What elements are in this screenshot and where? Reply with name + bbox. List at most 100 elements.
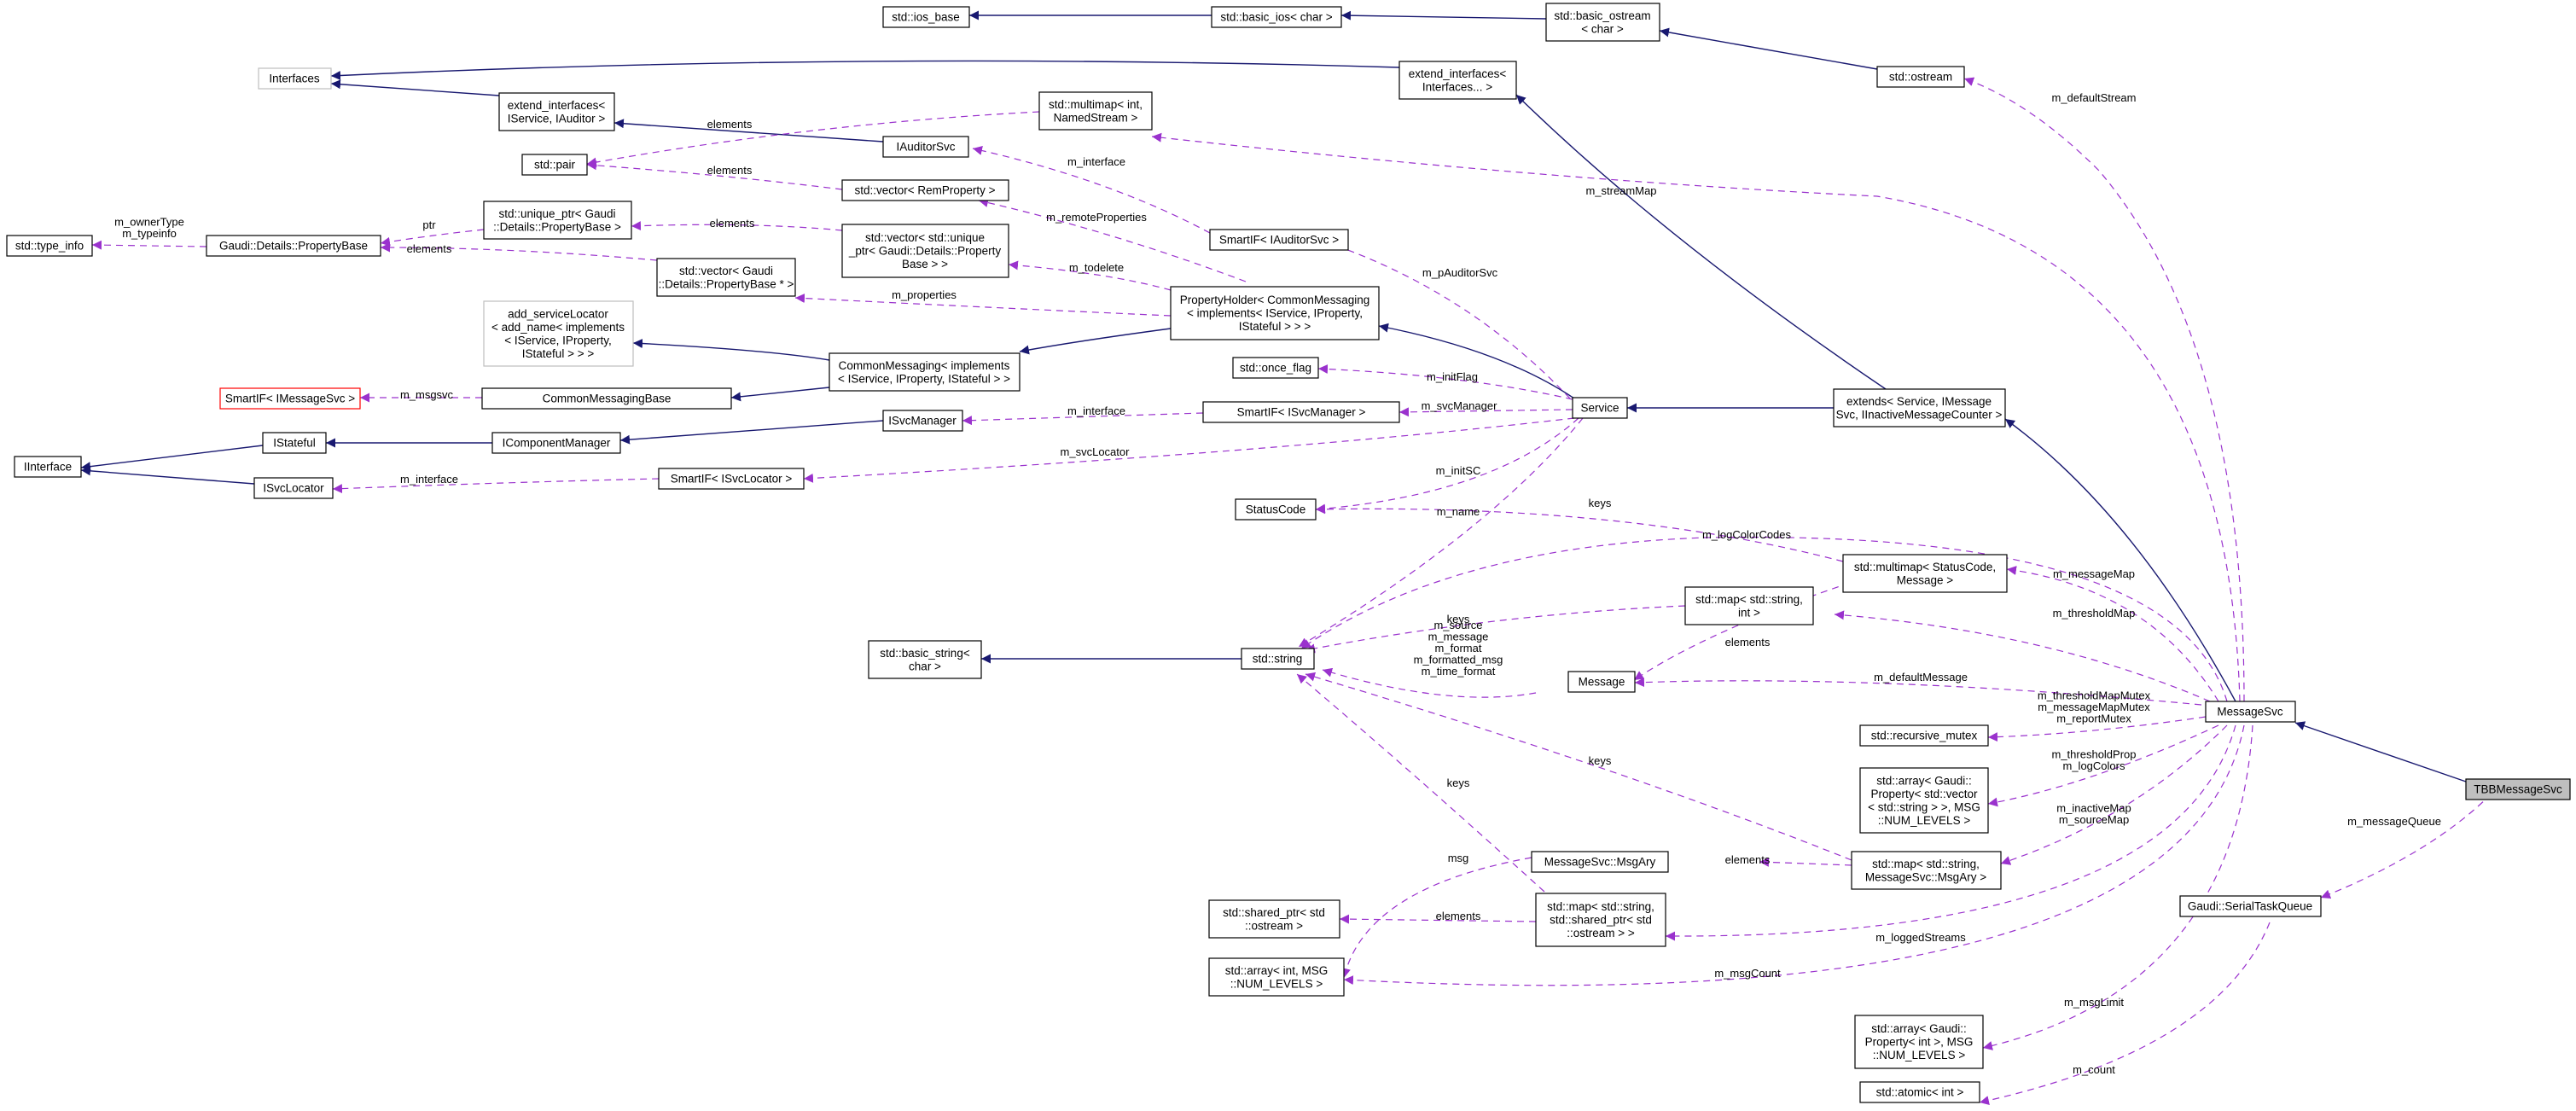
node-gaudi-serialtaskqueue[interactable]: Gaudi::SerialTaskQueue — [2179, 895, 2322, 917]
node-icomponentmanager[interactable]: IComponentManager — [491, 432, 621, 454]
node-std-atomic-int[interactable]: std::atomic< int > — [1859, 1081, 1980, 1103]
label-line: std::shared_ptr< std — [1550, 914, 1652, 927]
label-line: int > — [1738, 606, 1760, 619]
node-std-multimap-statuscode-message[interactable]: std::multimap< StatusCode,Message > — [1842, 554, 2008, 593]
label-line: ISvcLocator — [263, 482, 324, 495]
label-line: _ptr< Gaudi::Details::Property — [848, 245, 1001, 258]
node-messagesvc-msgary[interactable]: MessageSvc::MsgAry — [1531, 851, 1669, 873]
edge-multimapsc-message — [1633, 582, 1851, 681]
node-std-shared-ptr-ostream[interactable]: std::shared_ptr< std::ostream > — [1208, 899, 1340, 939]
node-label: std::map< std::string,std::shared_ptr< s… — [1547, 900, 1654, 939]
node-smartif-imessagesvc[interactable]: SmartIF< IMessageSvc > — [219, 387, 361, 410]
edge-service-statuscode — [1315, 417, 1579, 514]
node-std-map-string-shared-ptr[interactable]: std::map< std::string,std::shared_ptr< s… — [1535, 893, 1666, 947]
edge-label: elements — [710, 217, 755, 230]
node-std-vector-remproperty[interactable]: std::vector< RemProperty > — [841, 179, 1009, 201]
label-line: m_todelete — [1069, 261, 1124, 274]
node-smartif-iauditorsvc[interactable]: SmartIF< IAuditorSvc > — [1209, 229, 1349, 251]
node-smartif-isvcmanager[interactable]: SmartIF< ISvcManager > — [1202, 401, 1400, 423]
label-line: std::recursive_mutex — [1871, 730, 1978, 742]
node-isvclocator[interactable]: ISvcLocator — [253, 477, 334, 499]
label-line: Interfaces... > — [1422, 80, 1492, 93]
node-isvcmanager[interactable]: ISvcManager — [882, 410, 963, 432]
label-line: m_thresholdMapMutex — [2038, 689, 2151, 702]
node-std-string[interactable]: std::string — [1241, 648, 1315, 670]
label-line: ::ostream > — [1245, 919, 1303, 932]
node-commonmessagingbase[interactable]: CommonMessagingBase — [481, 387, 732, 410]
node-tbbmessagesvc[interactable]: TBBMessageSvc — [2465, 778, 2571, 800]
label-line: extends< Service, IMessage — [1846, 395, 1992, 408]
node-std-basic-ios-char[interactable]: std::basic_ios< char > — [1211, 6, 1342, 28]
node-label: std::pair — [534, 159, 576, 172]
node-std-ostream[interactable]: std::ostream — [1876, 66, 1965, 88]
node-label: Gaudi::SerialTaskQueue — [2188, 900, 2312, 913]
node-std-array-property-int[interactable]: std::array< Gaudi::Property< int >, MSG:… — [1854, 1015, 1984, 1069]
label-line: Base > > — [902, 258, 948, 270]
node-std-recursive-mutex[interactable]: std::recursive_mutex — [1859, 724, 1989, 747]
node-std-basic-string-char[interactable]: std::basic_string<char > — [868, 640, 982, 679]
label-line: Service — [1580, 402, 1619, 415]
node-label: ISvcLocator — [263, 482, 324, 495]
node-std-vector-propertybase-ptr[interactable]: std::vector< Gaudi::Details::PropertyBas… — [656, 258, 796, 297]
label-line: elements — [1725, 636, 1771, 649]
label-line: m_logColorCodes — [1702, 528, 1792, 541]
label-line: std::array< int, MSG — [1225, 964, 1328, 977]
label-line: m_messageMapMutex — [2038, 701, 2150, 713]
edge-service-to-propholder — [1378, 323, 1575, 399]
node-std-unique-ptr-propertybase[interactable]: std::unique_ptr< Gaudi::Details::Propert… — [483, 201, 632, 240]
node-service[interactable]: Service — [1572, 397, 1628, 419]
node-label: std::atomic< int > — [1876, 1086, 1964, 1099]
label-line: std::map< std::string, — [1695, 593, 1803, 606]
label-line: elements — [707, 164, 753, 177]
node-messagesvc[interactable]: MessageSvc — [2205, 701, 2296, 723]
node-smartif-isvclocator[interactable]: SmartIF< ISvcLocator > — [658, 468, 805, 490]
node-interfaces[interactable]: Interfaces — [258, 67, 332, 90]
label-line: m_thresholdProp — [2052, 747, 2137, 760]
node-label: std::ostream — [1889, 71, 1952, 84]
node-propertyholder-commonmessaging[interactable]: PropertyHolder< CommonMessaging< impleme… — [1170, 286, 1380, 340]
node-std-pair[interactable]: std::pair — [521, 154, 588, 176]
node-std-multimap-named-stream[interactable]: std::multimap< int,NamedStream > — [1038, 91, 1153, 131]
node-std-array-property-vector[interactable]: std::array< Gaudi::Property< std::vector… — [1859, 767, 1989, 834]
node-extend-interfaces-iservice-iauditor[interactable]: extend_interfaces<IService, IAuditor > — [498, 92, 615, 131]
node-label: SmartIF< IAuditorSvc > — [1219, 234, 1339, 247]
node-message[interactable]: Message — [1567, 671, 1636, 693]
label-line: m_properties — [892, 288, 957, 301]
label-line: ::NUM_LEVELS > — [1873, 1049, 1966, 1062]
label-line: std::unique_ptr< Gaudi — [499, 207, 616, 220]
edge-label: m_initSC — [1436, 464, 1481, 477]
node-add-servicelocator[interactable]: add_serviceLocator< add_name< implements… — [483, 300, 634, 367]
label-line: std::basic_ios< char > — [1220, 11, 1332, 24]
node-std-map-string-int[interactable]: std::map< std::string,int > — [1684, 586, 1814, 625]
node-std-map-string-msgary[interactable]: std::map< std::string,MessageSvc::MsgAry… — [1851, 851, 2002, 890]
edge-label: elements — [707, 118, 753, 131]
node-std-ios-base[interactable]: std::ios_base — [882, 6, 970, 28]
node-statuscode[interactable]: StatusCode — [1235, 498, 1317, 521]
node-label: std::array< int, MSG::NUM_LEVELS > — [1225, 964, 1328, 991]
edge-label: elements — [407, 242, 452, 255]
node-extend-interfaces-dots[interactable]: extend_interfaces<Interfaces... > — [1398, 61, 1517, 100]
node-commonmessaging-implements[interactable]: CommonMessaging< implements< IService, I… — [829, 352, 1021, 392]
node-std-basic-ostream-char[interactable]: std::basic_ostream< char > — [1545, 3, 1660, 42]
node-std-vector-unique-ptr[interactable]: std::vector< std::unique_ptr< Gaudi::Det… — [841, 224, 1009, 278]
edge-extend-dots-to-interfaces — [330, 60, 1400, 80]
label-line: std::string — [1253, 653, 1303, 666]
edge-messagesvc-mapshared — [1665, 724, 2236, 941]
label-line: < IService, IProperty, — [504, 334, 611, 346]
label-line: m_reportMutex — [2056, 713, 2131, 725]
node-iauditorsvc[interactable]: IAuditorSvc — [882, 136, 969, 158]
label-line: m_messageMap — [2053, 567, 2135, 580]
node-gaudi-details-propertybase[interactable]: Gaudi::Details::PropertyBase — [206, 235, 381, 257]
label-line: std::basic_ostream — [1554, 9, 1650, 22]
node-std-once-flag[interactable]: std::once_flag — [1232, 357, 1319, 379]
node-istateful[interactable]: IStateful — [262, 432, 327, 454]
edge-msgary-arrayint — [1341, 857, 1532, 979]
edge-messagesvc-mapmsgary — [2000, 724, 2228, 865]
edge-label: m_msgsvc — [400, 388, 454, 401]
node-iinterface[interactable]: IInterface — [14, 456, 82, 478]
node-std-array-int-levels[interactable]: std::array< int, MSG::NUM_LEVELS > — [1208, 957, 1345, 997]
node-std-type-info[interactable]: std::type_info — [6, 235, 93, 257]
